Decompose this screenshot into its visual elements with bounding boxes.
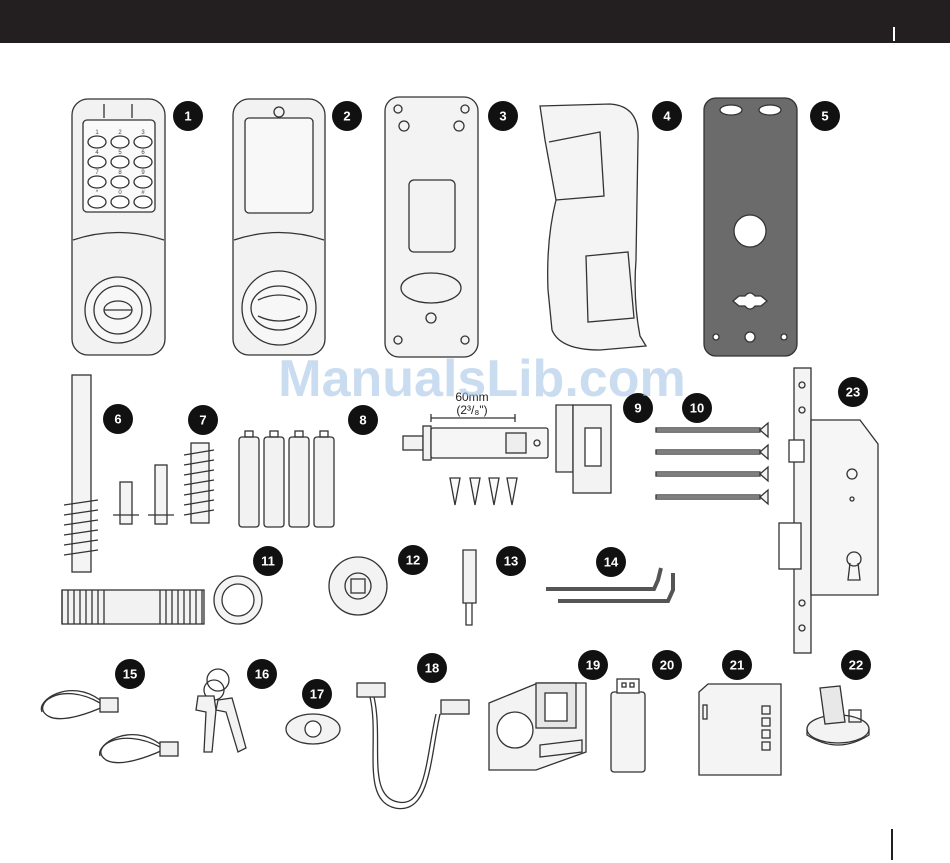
part-long-spindle	[64, 375, 98, 572]
badge-1-label: 1	[184, 109, 191, 124]
badge-12-label: 12	[406, 553, 420, 568]
part-spindle-pin	[463, 550, 476, 625]
badge-20-label: 20	[660, 658, 674, 673]
badge-10-label: 10	[690, 401, 704, 416]
watermark: ManualsLib.com	[278, 350, 685, 408]
badge-19-label: 19	[586, 658, 600, 673]
keypad-key-7	[88, 176, 106, 188]
keypad-key-0	[111, 196, 129, 208]
keypad-key-9	[134, 176, 152, 188]
badge-21-label: 21	[730, 658, 744, 673]
keypad-key-3	[134, 136, 152, 148]
badge-2-label: 2	[343, 109, 350, 124]
keypad-key-1	[88, 136, 106, 148]
keypad-key-5	[111, 156, 129, 168]
part-usb-module	[611, 679, 645, 772]
part-mortise-lock-body	[779, 368, 878, 653]
badge-6-label: 6	[114, 412, 121, 427]
latch-screws	[450, 478, 517, 505]
keypad-key-2	[111, 136, 129, 148]
part-mounting-screws	[656, 423, 768, 504]
badge-8-label: 8	[359, 413, 366, 428]
badge-13-label: 13	[504, 554, 518, 569]
part-threaded-rod	[62, 590, 204, 624]
part-rosette-cover	[286, 714, 340, 744]
badge-4-label: 4	[663, 109, 671, 124]
badge-3-label: 3	[499, 109, 506, 124]
badge-22-label: 22	[849, 658, 863, 673]
keypad-key-4	[88, 156, 106, 168]
badge-5-label: 5	[821, 109, 828, 124]
part-aa-batteries	[239, 431, 334, 527]
part-wire-cables	[41, 691, 178, 763]
part-interior-lock-assembly	[233, 99, 325, 355]
part-control-module	[699, 684, 781, 775]
part-latch-and-strike	[403, 405, 611, 505]
keypad-key-*	[88, 196, 106, 208]
badge-7-label: 7	[199, 413, 206, 428]
keypad-key-8	[111, 176, 129, 188]
part-exterior-mounting-plate	[704, 98, 797, 356]
part-interior-mounting-plate	[385, 97, 478, 357]
part-connection-cable	[357, 683, 469, 809]
part-spacer-ring	[214, 576, 262, 624]
badge-15-label: 15	[123, 667, 137, 682]
part-short-spindles	[113, 443, 214, 524]
badge-23-label: 23	[846, 385, 860, 400]
badge-17-label: 17	[310, 687, 324, 702]
part-lever-handle	[540, 104, 646, 350]
part-cylinder-cam	[807, 686, 869, 745]
badge-11-label: 11	[261, 554, 275, 569]
keypad-key-6	[134, 156, 152, 168]
badge-14-label: 14	[604, 555, 619, 570]
badge-18-label: 18	[425, 661, 439, 676]
badge-16-label: 16	[255, 667, 269, 682]
part-spindle-adapter	[329, 557, 387, 615]
keypad-key-#	[134, 196, 152, 208]
part-bracket	[489, 683, 586, 770]
part-keys	[196, 669, 246, 752]
